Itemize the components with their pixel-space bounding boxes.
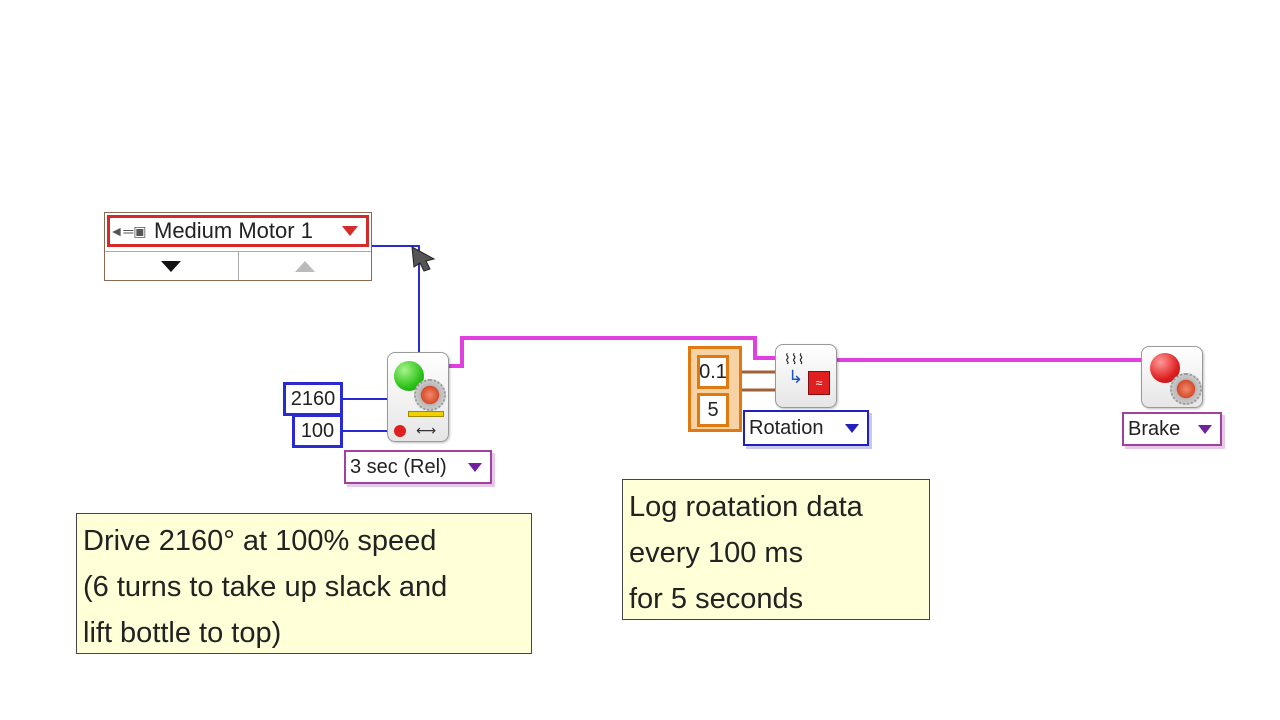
record-dot-icon — [394, 425, 406, 437]
log-duration-constant[interactable]: 5 — [697, 393, 729, 427]
log-interval-constant[interactable]: 0.1 — [697, 355, 729, 389]
data-file-icon: ≈ — [808, 371, 830, 395]
log-comment[interactable]: Log roatation data every 100 ms for 5 se… — [622, 479, 930, 620]
log-comment-line-1: Log roatation data — [629, 491, 863, 523]
motor-gear-icon — [414, 379, 446, 411]
drive-comment-line-3: lift bottle to top) — [83, 617, 282, 649]
wiring-spool-cursor-icon — [411, 246, 436, 272]
port-prev-button[interactable] — [237, 252, 372, 280]
log-comment-line-3: for 5 seconds — [629, 583, 804, 615]
ruler-icon — [408, 411, 444, 417]
log-comment-line-2: every 100 ms — [629, 537, 804, 569]
drive-mode-dropdown[interactable]: 3 sec (Rel) — [344, 450, 492, 484]
sequence-wire-1[interactable] — [449, 336, 775, 368]
stop-mode-label: Brake — [1128, 417, 1181, 440]
log-sensor-dropdown[interactable]: Rotation — [743, 410, 869, 446]
motor-selector-header[interactable]: ◄═▣ Medium Motor 1 — [107, 215, 369, 247]
motor-selector-label: Medium Motor 1 — [154, 218, 313, 243]
medium-motor-plug-icon: ◄═▣ — [109, 222, 147, 239]
port-row — [105, 251, 371, 280]
chevron-down-icon — [845, 423, 859, 433]
motor-selector[interactable]: ◄═▣ Medium Motor 1 — [104, 212, 372, 281]
drive-comment-line-1: Drive 2160° at 100% speed — [83, 525, 437, 557]
drive-comment[interactable]: Drive 2160° at 100% speed (6 turns to ta… — [76, 513, 532, 654]
loop-arrow-icon: ↳ — [788, 367, 804, 387]
log-inputs-cluster: 0.1 5 — [688, 346, 742, 432]
degrees-constant[interactable]: 2160 — [283, 382, 343, 416]
port-next-button[interactable] — [105, 252, 238, 280]
drive-mode-label: 3 sec (Rel) — [350, 455, 447, 478]
chart-icon: ⌇⌇⌇ — [784, 351, 805, 367]
motor-rotations-block[interactable]: ⟷ — [387, 352, 449, 442]
stop-mode-dropdown[interactable]: Brake — [1122, 412, 1222, 446]
measure-arrow-icon: ⟷ — [415, 422, 437, 438]
motor-stop-block[interactable] — [1141, 346, 1203, 408]
log-sensor-label: Rotation — [749, 416, 824, 439]
chevron-down-icon[interactable] — [342, 226, 358, 236]
data-log-block[interactable]: ⌇⌇⌇ ↳ ≈ — [775, 344, 837, 408]
speed-constant[interactable]: 100 — [292, 414, 343, 448]
arrow-down-icon — [161, 260, 182, 272]
chevron-down-icon — [1198, 424, 1212, 434]
arrow-up-icon — [294, 260, 315, 272]
motor-gear-icon — [1170, 373, 1202, 405]
drive-comment-line-2: (6 turns to take up slack and — [83, 571, 448, 603]
chevron-down-icon — [468, 462, 482, 472]
motor-ref-wire[interactable] — [372, 245, 420, 352]
